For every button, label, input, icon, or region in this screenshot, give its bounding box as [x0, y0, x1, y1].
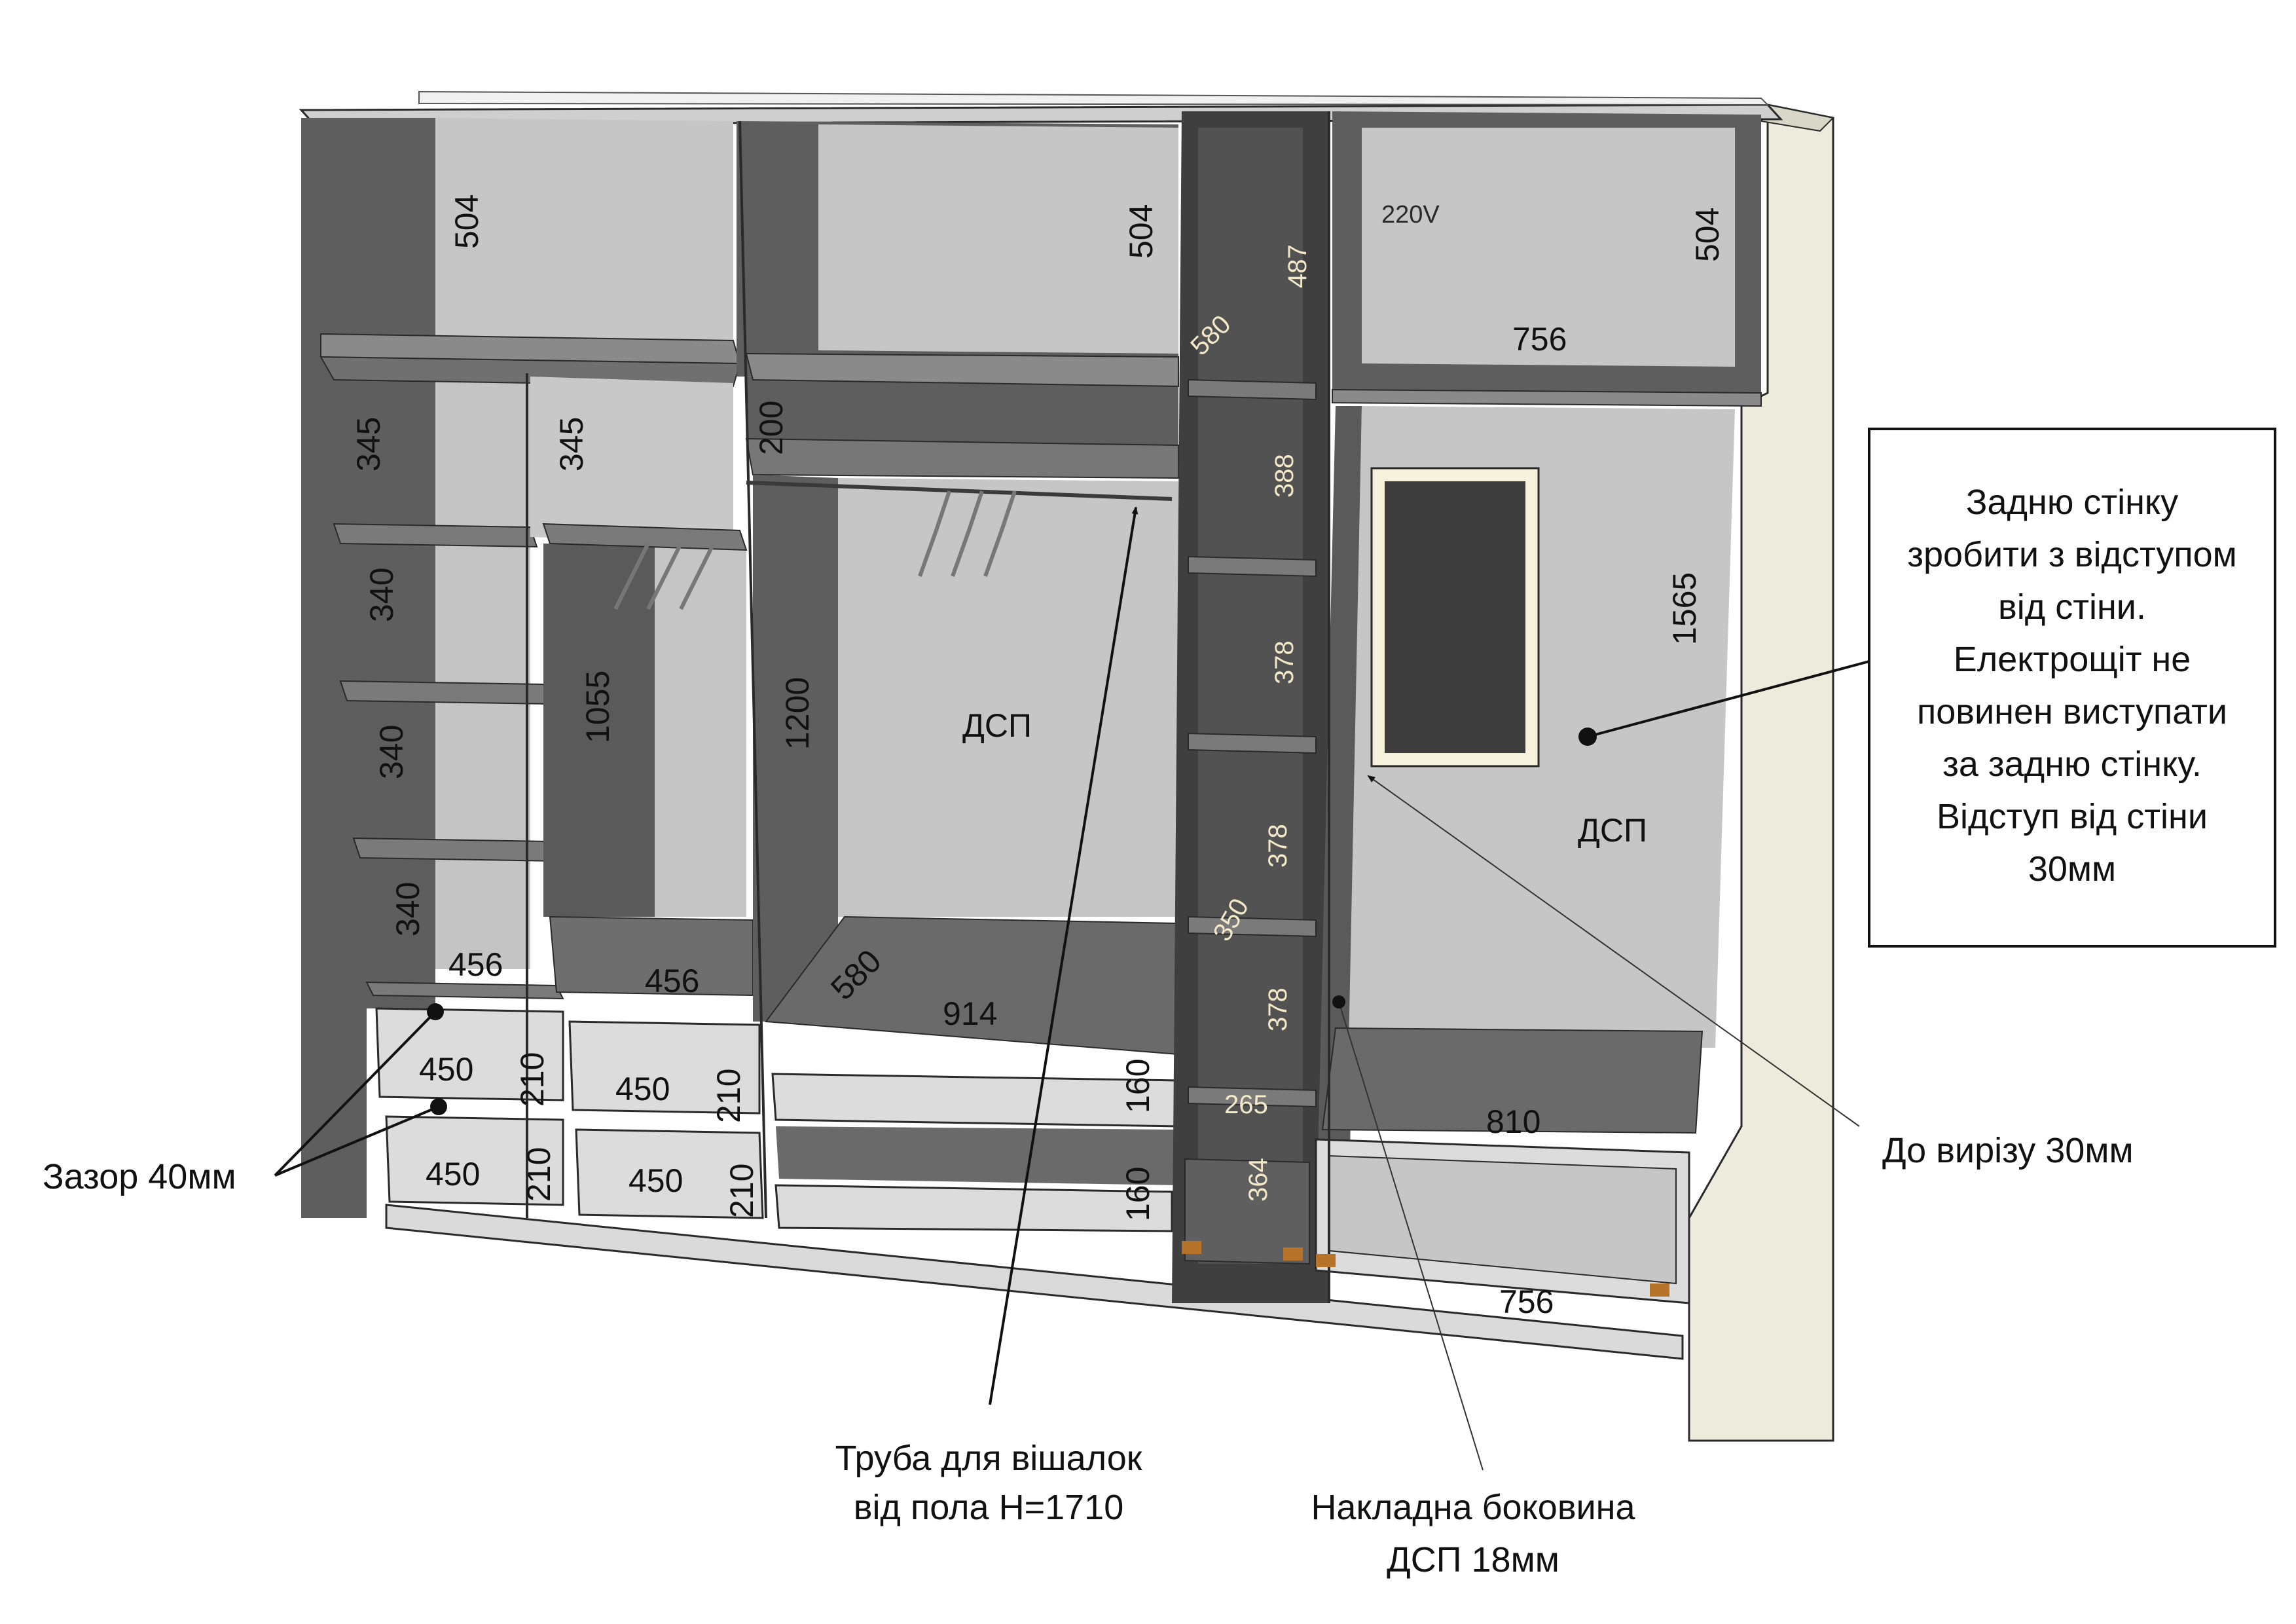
dim-col5-top: 504: [1689, 208, 1726, 262]
pipe-note-line-2: від пола Н=1710: [854, 1488, 1124, 1527]
callout-line-4: Електрощіт не: [1954, 640, 2191, 679]
notes: Зазор 40мм До вирізу 30мм Труба для віша…: [43, 1131, 2134, 1579]
dim-col2-shelf-1: 345: [553, 417, 590, 471]
hangers-right: [918, 490, 1017, 578]
material-label-right: ДСП: [1578, 812, 1647, 849]
drawer-runners: [1182, 1241, 1669, 1297]
dim-col1-drawer2-height: 210: [520, 1147, 557, 1202]
dim-col4-top: 487: [1283, 244, 1312, 288]
dim-col1-drawer1-width: 450: [419, 1051, 473, 1088]
callout-line-6: за задню стінку.: [1942, 745, 2202, 784]
callout-line-1: Задню стінку: [1966, 483, 2178, 522]
dim-col4-shelf-4: 378: [1264, 987, 1292, 1031]
dim-col1-drawer1-height: 210: [514, 1052, 551, 1107]
dim-col1-shelf-1: 345: [350, 417, 387, 471]
dim-col1-depth: 456: [448, 946, 503, 983]
leader-lines: [274, 506, 1870, 1471]
dim-col1-shelf-3: 340: [373, 725, 410, 779]
dim-col4-shelf-3: 378: [1264, 824, 1292, 868]
dim-col3-hang: 1200: [779, 677, 816, 750]
dim-col2-drawer1-width: 450: [615, 1071, 670, 1107]
material-label-middle: ДСП: [962, 707, 1032, 744]
dim-col5-drawer: 756: [1499, 1283, 1554, 1320]
callout-line-8: 30мм: [2028, 849, 2116, 889]
dim-col4-width: 265: [1224, 1090, 1268, 1119]
dim-col3-drawer2-height: 160: [1120, 1167, 1156, 1221]
side-note-line-2: ДСП 18мм: [1387, 1540, 1559, 1579]
dim-col2-drawer1-height: 210: [710, 1069, 747, 1123]
dim-col5-width-top: 756: [1512, 321, 1567, 358]
column-5: [1315, 111, 1762, 1304]
dim-col4-shelf-2: 378: [1270, 640, 1299, 684]
dim-col2-drawer2-width: 450: [629, 1162, 683, 1199]
callout-box: Задню стінку зробити з відступом від сті…: [1868, 428, 2276, 948]
column-1: [301, 118, 741, 1218]
cutout-note: До вирізу 30мм: [1882, 1131, 2134, 1170]
dim-col2-drawer2-height: 210: [723, 1164, 760, 1218]
dimensions: 504 345 340 340 340 456 450 210 450 210 …: [350, 194, 1726, 1320]
electrical-panel: [1370, 467, 1540, 767]
dim-col1-shelf-4: 340: [390, 882, 426, 936]
callout-line-7: Відступ від стіни: [1937, 797, 2208, 836]
column-4: [1172, 111, 1329, 1303]
callout-line-2: зробити з відступом: [1907, 535, 2237, 574]
dim-col5-hang: 1565: [1666, 572, 1703, 645]
callout-line-3: від стіни.: [1998, 587, 2146, 627]
gap-note: Зазор 40мм: [43, 1157, 236, 1196]
dim-col3-drawer1-height: 160: [1120, 1059, 1156, 1113]
dim-col4-drawer: 364: [1244, 1158, 1273, 1202]
hangers-left: [613, 542, 716, 610]
column-3: [737, 120, 1180, 1232]
panel-labels: 220V ДСП ДСП: [962, 201, 1647, 849]
dim-col4-shelf-1: 388: [1270, 454, 1299, 498]
dim-col3-width: 914: [943, 995, 997, 1032]
pipe-note-line-1: Труба для вішалок: [835, 1439, 1142, 1478]
dim-col1-top: 504: [448, 194, 485, 249]
dim-col2-hang: 1055: [579, 671, 616, 743]
callout-line-5: повинен виступати: [1917, 692, 2227, 731]
dim-col3-top: 504: [1123, 204, 1159, 259]
dim-col3-shelf-1: 200: [753, 401, 790, 455]
side-note-line-1: Накладна боковина: [1311, 1488, 1635, 1527]
dim-col2-depth: 456: [645, 963, 699, 999]
dim-col5-width-bottom: 810: [1486, 1103, 1540, 1140]
voltage-label: 220V: [1381, 201, 1440, 229]
dim-col1-shelf-2: 340: [363, 568, 400, 622]
dim-col1-drawer2-width: 450: [426, 1156, 480, 1192]
column-2: [526, 373, 764, 1219]
